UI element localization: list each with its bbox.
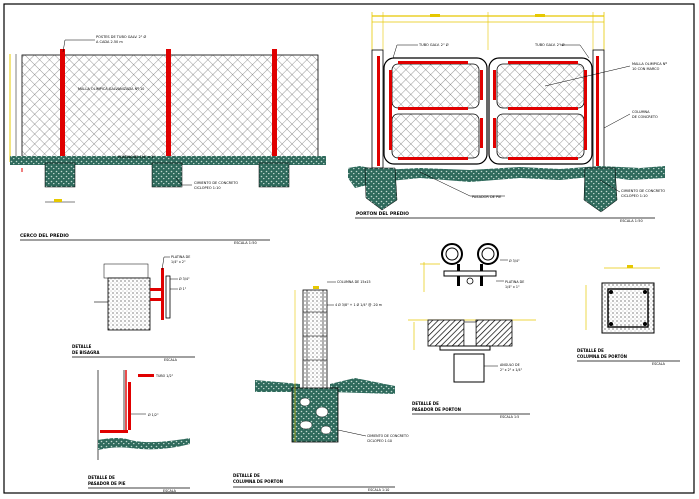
fence-footing xyxy=(258,162,290,188)
note-pas-c-2: 2" x 2" x 1/4" xyxy=(500,368,523,372)
note-bisagra-b: Ø 3/4" xyxy=(179,276,190,281)
scale-porton: ESCALA 1:50 xyxy=(620,219,643,223)
note-cerco-found-1: CIMIENTO DE CONCRETO xyxy=(194,181,238,185)
title-pie-1: DETALLE DE xyxy=(88,475,115,480)
sheet-border xyxy=(3,3,695,494)
title-pie-2: PASADOR DE PIE xyxy=(88,481,126,486)
note-porton-mesh-1: MALLA OLIMPICA Nº xyxy=(632,62,667,66)
cerco-elevation: POSTES DE TUBO GALV. 2" Ø A CADA 2.50 m … xyxy=(9,34,326,245)
pasador-pie-ground xyxy=(98,438,190,450)
note-cerco-bottom: PLATINA DE 1/4" x 1" xyxy=(118,155,155,159)
column-body xyxy=(302,289,328,391)
note-col-found-1: CIMIENTO DE CONCRETO xyxy=(367,434,409,438)
detalle-bisagra: PLATINA DE 1/4" x 2" Ø 3/4" Ø 1" DETALLE… xyxy=(72,255,195,362)
detalle-columna-seccion: DETALLE DE COLUMNA DE PORTÓN ESCALA xyxy=(577,265,680,366)
scale-pie: ESCALA xyxy=(163,489,177,493)
note-porton-mesh-2: 10 CON MARCO xyxy=(632,67,660,71)
title-colp-2: COLUMNA DE PORTON xyxy=(233,479,283,484)
title-colp-1: DETALLE DE xyxy=(233,473,260,478)
note-col-b: 4 Ø 3/8" + 1 Ø 1/4" @ .20 m xyxy=(335,302,382,307)
detalle-pasador-pie: TUBO 1/2" Ø 1/2" DETALLE DE PASADOR DE P… xyxy=(88,370,190,493)
note-bisagra-a-2: 1/4" x 2" xyxy=(171,260,186,264)
note-pie-b: Ø 1/2" xyxy=(148,412,159,417)
scale-colp: ESCALA 1:10 xyxy=(368,488,389,492)
detalle-columna-porton: COLUMNA DE 15x15 4 Ø 3/8" + 1 Ø 1/4" @ .… xyxy=(233,280,409,492)
note-cerco-mesh: MALLA OLIMPICA GALVANIZADA Nº 10 xyxy=(78,87,144,91)
note-bisagra-a-1: PLATINA DE xyxy=(171,255,190,259)
gate-footing xyxy=(364,167,398,211)
note-cerco-top-2: A CADA 2.50 m xyxy=(96,40,123,44)
note-pas-b-1: PLATINA DE xyxy=(505,280,524,284)
scale-pasp: ESCALA 1:5 xyxy=(500,415,519,419)
note-cerco-top-1: POSTES DE TUBO GALV. 2" Ø xyxy=(96,34,146,39)
gate-leaf-left xyxy=(383,57,488,165)
note-pas-a: Ø 3/4" xyxy=(509,258,520,263)
fence-footing xyxy=(151,162,183,188)
fence-post xyxy=(272,49,277,159)
note-porton-right: TUBO GALV. 2" Ø xyxy=(534,42,565,47)
gate-footing xyxy=(583,167,618,213)
bisagra-column xyxy=(107,277,151,331)
fence-footing xyxy=(44,162,76,188)
fence-post xyxy=(60,49,65,159)
scale-cerco: ESCALA 1:50 xyxy=(234,241,257,245)
title-cps-1: DETALLE DE xyxy=(577,348,604,353)
fence-post xyxy=(166,49,171,159)
ground-strip xyxy=(10,156,326,165)
title-bisagra-2: DE BISAGRA xyxy=(72,350,100,355)
title-pasp-2: PASADOR DE PORTON xyxy=(412,407,461,412)
note-col-a: COLUMNA DE 15x15 xyxy=(337,280,371,284)
gate-leaf-right xyxy=(488,57,593,165)
pasador-lock-body xyxy=(453,353,485,383)
porton-elevation: TUBO GALV. 2" Ø TUBO GALV. 2" Ø MALLA OL… xyxy=(348,12,667,223)
column-footing xyxy=(291,387,339,443)
note-col-found-2: CICLOPEO 1:10 xyxy=(367,439,392,443)
scale-cps: ESCALA xyxy=(652,362,666,366)
note-bisagra-c: Ø 1" xyxy=(179,286,187,291)
note-pie-a: TUBO 1/2" xyxy=(155,374,174,378)
note-pas-c-1: ANGULO DE xyxy=(500,363,520,367)
note-porton-col-2: DE CONCRETO xyxy=(632,115,658,119)
scale-bisagra: ESCALA xyxy=(164,358,178,362)
note-porton-found-1: CIMIENTO DE CONCRETO xyxy=(621,189,665,193)
title-bisagra-1: DETALLE xyxy=(72,344,92,349)
note-porton-bottom: PASADOR DE PIE xyxy=(472,195,501,199)
note-cerco-found-2: CICLOPEO 1:10 xyxy=(194,186,221,190)
title-cps-2: COLUMNA DE PORTÓN xyxy=(577,354,627,359)
note-pas-b-2: 1/4" x 1" xyxy=(505,285,520,289)
title-pasp-1: DETALLE DE xyxy=(412,401,439,406)
title-cerco: CERCO DEL PREDIO xyxy=(20,233,69,239)
title-porton: PORTON DEL PREDIO xyxy=(356,211,409,217)
note-porton-found-2: CICLOPEO 1:10 xyxy=(621,194,648,198)
detalle-pasador-porton: Ø 3/4" PLATINA DE 1/4" x 1" ANGULO DE 2"… xyxy=(408,243,536,419)
note-porton-col-1: COLUMNA xyxy=(632,110,650,114)
note-porton-left: TUBO GALV. 2" Ø xyxy=(418,42,449,47)
